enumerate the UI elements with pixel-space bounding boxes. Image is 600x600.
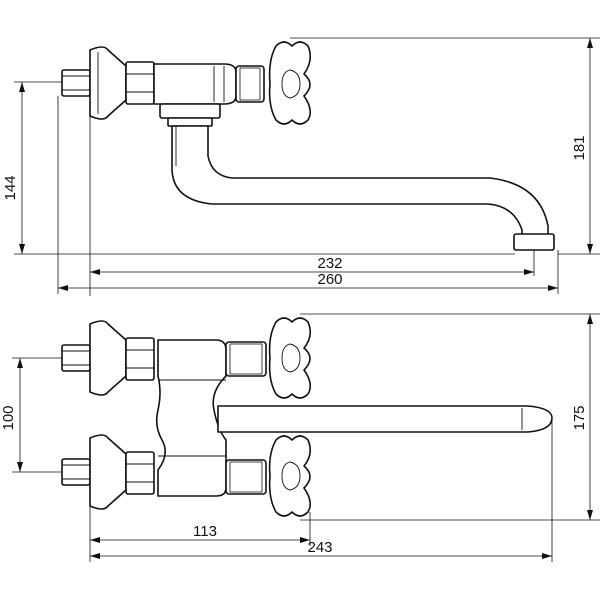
top-lower-cross-handle [268, 435, 312, 517]
dim-label-181: 181 [571, 135, 588, 160]
side-aerator [513, 233, 555, 251]
dim-label-144: 144 [2, 175, 19, 200]
side-spout [171, 125, 549, 237]
dim-label-100: 100 [0, 405, 17, 430]
side-spout-nut [159, 103, 221, 119]
top-lower-connector [61, 458, 91, 486]
top-upper-cross-handle [268, 317, 312, 399]
side-view: 144 181 232 260 [2, 37, 600, 296]
side-bonnet [235, 65, 265, 103]
side-wall-flange [89, 46, 127, 120]
top-manifold-body [155, 339, 227, 497]
side-wall-connector [61, 69, 91, 97]
dim-label-243: 243 [307, 539, 332, 556]
dim-label-175: 175 [571, 405, 588, 430]
top-lower-hex-nut [125, 451, 155, 495]
top-spout-arm [217, 405, 553, 433]
dim-label-113: 113 [193, 523, 217, 540]
top-upper-connector [61, 344, 91, 372]
side-spout-collar [167, 117, 213, 127]
top-upper-flange [89, 320, 127, 396]
top-lower-bonnet [225, 459, 267, 495]
side-hex-nut [125, 61, 155, 105]
dim-label-260: 260 [317, 271, 342, 288]
top-view: 100 175 113 243 [0, 313, 600, 562]
top-lower-flange [89, 434, 127, 510]
top-upper-hex-nut [125, 337, 155, 381]
side-cross-handle [268, 41, 312, 125]
dim-label-232: 232 [317, 255, 342, 272]
top-upper-bonnet [225, 341, 267, 377]
